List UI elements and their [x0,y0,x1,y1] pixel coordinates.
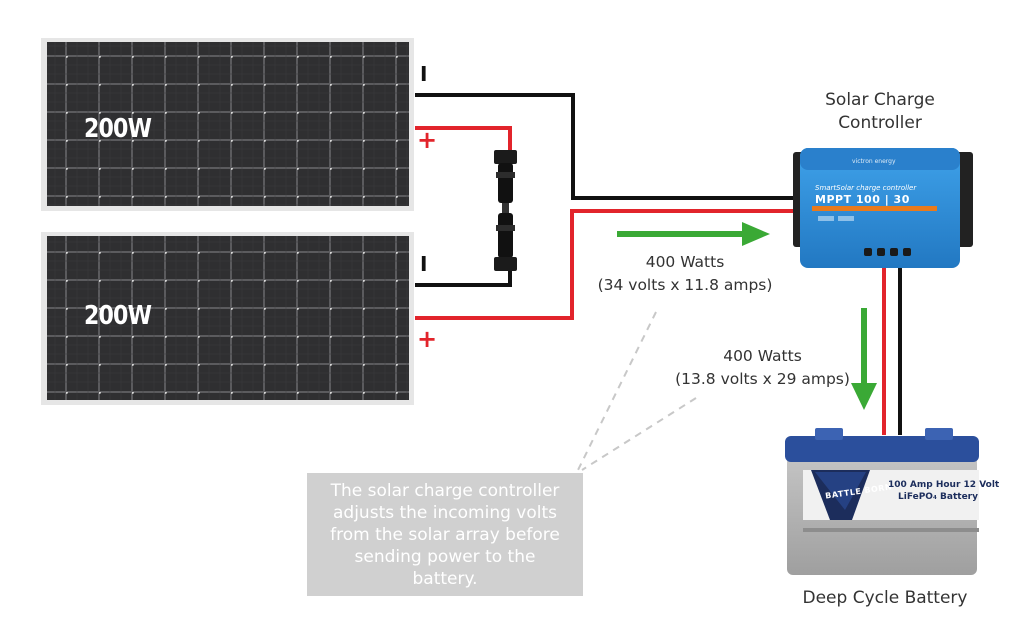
solar-panel-bottom [41,232,414,405]
controller-product-line: SmartSolar charge controller [815,184,917,192]
negative-terminal-symbol: I [420,62,428,86]
positive-wire-panel1 [415,126,512,155]
negative-wire-panel1 [415,93,805,200]
explanation-note-text: The solar charge controller adjusts the … [330,480,560,589]
negative-terminal-symbol: I [420,252,428,276]
panel-cells [47,42,409,206]
controller-title: Solar Charge Controller [825,90,935,133]
positive-terminal-symbol: + [417,325,438,353]
explanation-note: The solar charge controller adjusts the … [307,473,583,596]
battery-title: Deep Cycle Battery [802,588,968,608]
battery-spec-line1: 100 Amp Hour 12 Volt [888,480,1000,490]
flow-arrow-down [851,308,877,410]
flow-watts: 400 Watts [645,253,725,271]
flow-arrow-right [617,222,770,246]
flow-label-to-controller: 400 Watts (34 volts x 11.8 amps) [590,251,780,297]
positive-terminal-symbol: + [417,126,438,154]
positive-wire-panel2 [415,209,805,320]
panel-rating-label: 200W [84,114,152,144]
solar-panel-top [41,38,414,211]
flow-detail: (34 volts x 11.8 amps) [597,276,773,294]
flow-watts: 400 Watts [723,347,802,365]
callout-lines [577,311,697,471]
flow-detail: (13.8 volts x 29 amps) [675,370,850,388]
panel-rating-label: 200W [84,301,152,331]
battery-spec-line2: LiFePO₄ Battery [898,492,978,502]
panel-cells [47,236,409,400]
controller-model: MPPT 100 | 30 [815,193,910,206]
controller-brand: victron energy [852,158,896,165]
charge-controller [793,148,973,268]
negative-wire-panel2 [415,270,512,287]
mc4-connector [494,150,517,271]
battery [785,428,979,575]
wires [415,93,902,435]
flow-label-to-battery: 400 Watts (13.8 volts x 29 amps) [665,345,860,391]
